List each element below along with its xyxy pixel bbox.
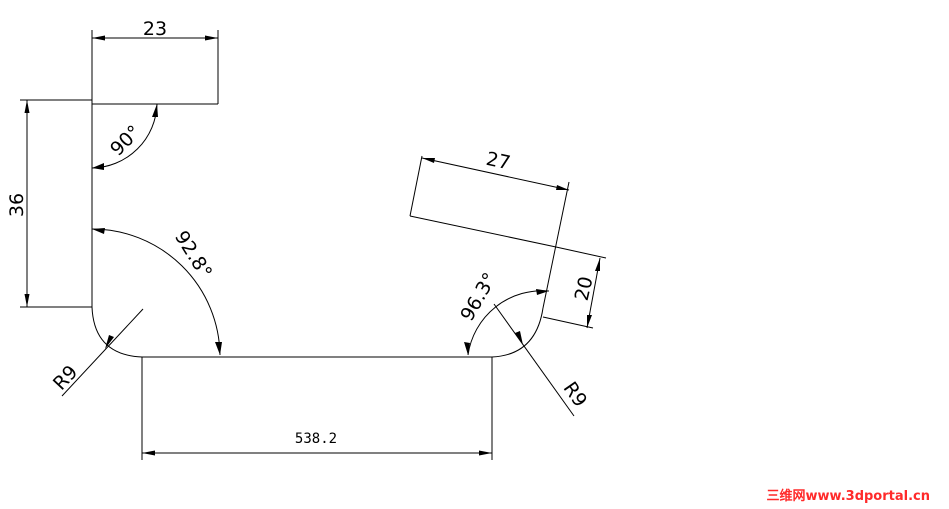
dimension-top-angle: 90° [91, 103, 158, 170]
right-radius-label: R9 [559, 378, 592, 411]
left-radius-label: R9 [49, 361, 82, 395]
slanted-length-label: 27 [484, 148, 512, 175]
top-width-label: 23 [143, 18, 167, 40]
dimension-left-radius: R9 [49, 308, 144, 397]
dimension-slanted-length: 27 [409, 148, 570, 248]
watermark-text: 三维网www.3dportal.cn [767, 488, 930, 504]
profile-outline [91, 103, 570, 358]
dimension-bottom-length: 538.2 [141, 357, 493, 460]
dimension-top-width: 23 [91, 18, 219, 104]
dimension-right-height: 20 [542, 246, 607, 329]
dimension-right-angle: 96.3° [456, 269, 550, 356]
right-angle-label: 96.3° [456, 269, 501, 325]
left-angle-label: 92.8° [170, 227, 216, 283]
dimension-left-height: 36 [6, 99, 92, 308]
right-height-label: 20 [571, 274, 598, 303]
left-height-label: 36 [6, 193, 28, 217]
dimension-right-radius: R9 [493, 303, 592, 417]
dimension-left-angle: 92.8° [91, 227, 222, 356]
top-angle-label: 90° [106, 121, 145, 160]
bottom-length-label: 538.2 [295, 431, 337, 447]
